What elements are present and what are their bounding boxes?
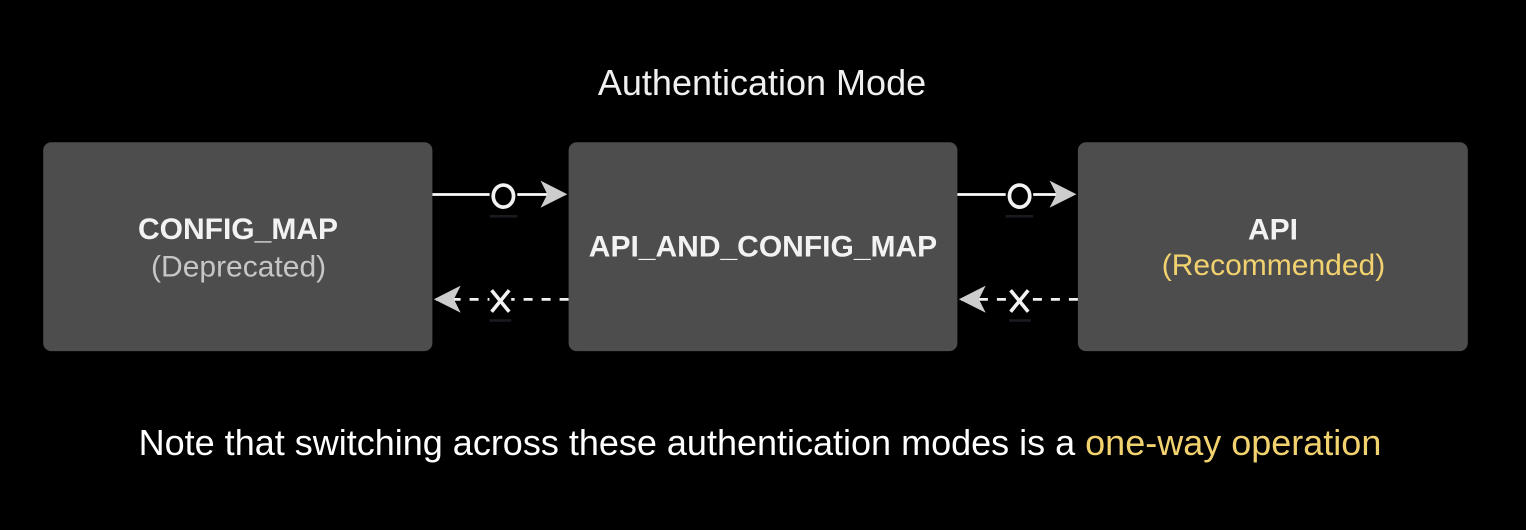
svg-text:(Deprecated): (Deprecated) (151, 250, 326, 283)
svg-text:CONFIG_MAP: CONFIG_MAP (138, 213, 338, 246)
svg-text:Note that switching across the: Note that switching across these authent… (139, 422, 1382, 463)
svg-text:API_AND_CONFIG_MAP: API_AND_CONFIG_MAP (589, 231, 937, 264)
svg-text:Authentication Mode: Authentication Mode (598, 62, 926, 103)
svg-text:(Recommended): (Recommended) (1162, 249, 1385, 282)
svg-text:API: API (1248, 214, 1298, 247)
